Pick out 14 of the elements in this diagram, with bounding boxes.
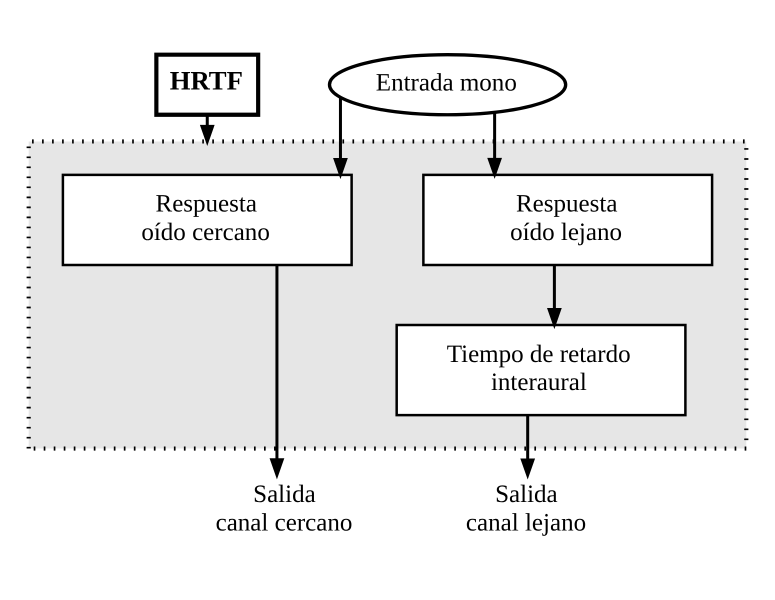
node-ellipse: Entrada mono [328,53,568,116]
arrow [547,264,562,330]
arrow [333,98,348,180]
node-box: HRTF [154,52,260,117]
node-box: Respuesta oído lejano [422,174,714,266]
arrow [270,265,284,480]
node-text: Salida canal cercano [216,480,352,536]
node-box: Respuesta oído cercano [62,174,353,266]
node-box: Tiempo de retardo interaural [395,324,687,416]
arrow [200,115,215,146]
cluster [26,139,748,451]
arrow [487,112,502,179]
arrow [520,415,536,480]
node-text: Salida canal lejano [466,480,586,536]
